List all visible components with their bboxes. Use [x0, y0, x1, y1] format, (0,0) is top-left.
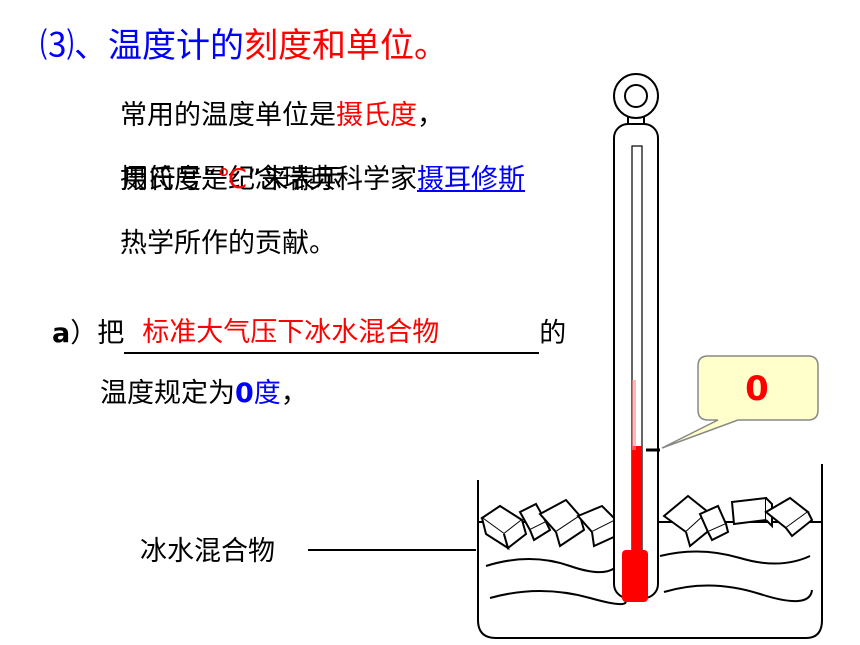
title-prefix: ⑶、 — [40, 26, 108, 66]
celsius-scientist-link[interactable]: 摄耳修斯 — [417, 164, 525, 195]
thermometer-ring-inner — [624, 84, 648, 108]
answer-blank: 标准大气压下冰水混合物 — [124, 317, 540, 354]
line-b-punctuation: ， — [280, 378, 308, 409]
definition-a-suffix: 的 — [539, 318, 567, 349]
definition-a-label: a — [52, 318, 71, 349]
definition-a-prefix: ）把 — [70, 318, 125, 349]
symbol-tail: ”来表示 — [247, 164, 343, 195]
thermometer-bulb — [622, 550, 648, 602]
ice-cubes — [480, 494, 814, 551]
definition-a-line: a）把标准大气压下冰水混合物 的 — [52, 314, 566, 354]
title-red-part: 刻度和单位。 — [244, 26, 448, 66]
zero-value: 0 — [235, 378, 254, 409]
commemoration-lead: 摄氏度是纪念瑞典科学家 — [120, 164, 417, 195]
commemoration-text: 摄氏度是纪念瑞典科学家摄耳修斯 — [120, 162, 525, 198]
celsius-symbol: ℃ — [217, 164, 248, 195]
beaker-label: 冰水混合物 — [140, 536, 275, 567]
zero-unit: 度 — [253, 378, 281, 409]
paragraph-line-2: 摄氏度是纪念瑞典科学家摄耳修斯 用符号“℃”来表示 — [120, 162, 620, 202]
mercury-upper-glow — [632, 380, 636, 450]
title-blue-part: 温度计的 — [108, 26, 244, 66]
slide-title: ⑶、温度计的刻度和单位。 — [40, 26, 448, 66]
answer-blank-text: 标准大气压下冰水混合物 — [142, 317, 440, 348]
paragraph-line-3: 热学所作的贡献。 — [120, 228, 336, 259]
symbol-lead: 用符号“ — [122, 164, 217, 195]
callout-zero: 0 — [745, 369, 769, 409]
zero-definition-text: 温度规定为 — [100, 378, 235, 409]
callout-bubble — [661, 355, 819, 449]
paragraph-line-1: 常用的温度单位是摄氏度， — [120, 98, 444, 134]
mercury-column — [632, 446, 642, 576]
unit-name-celsius: 摄氏度 — [336, 100, 417, 131]
unit-intro-text: 常用的温度单位是 — [120, 100, 336, 131]
line1-punctuation: ， — [417, 100, 444, 131]
symbol-text: 用符号“℃”来表示 — [122, 162, 342, 198]
definition-a-line-2: 温度规定为0度， — [100, 376, 308, 412]
